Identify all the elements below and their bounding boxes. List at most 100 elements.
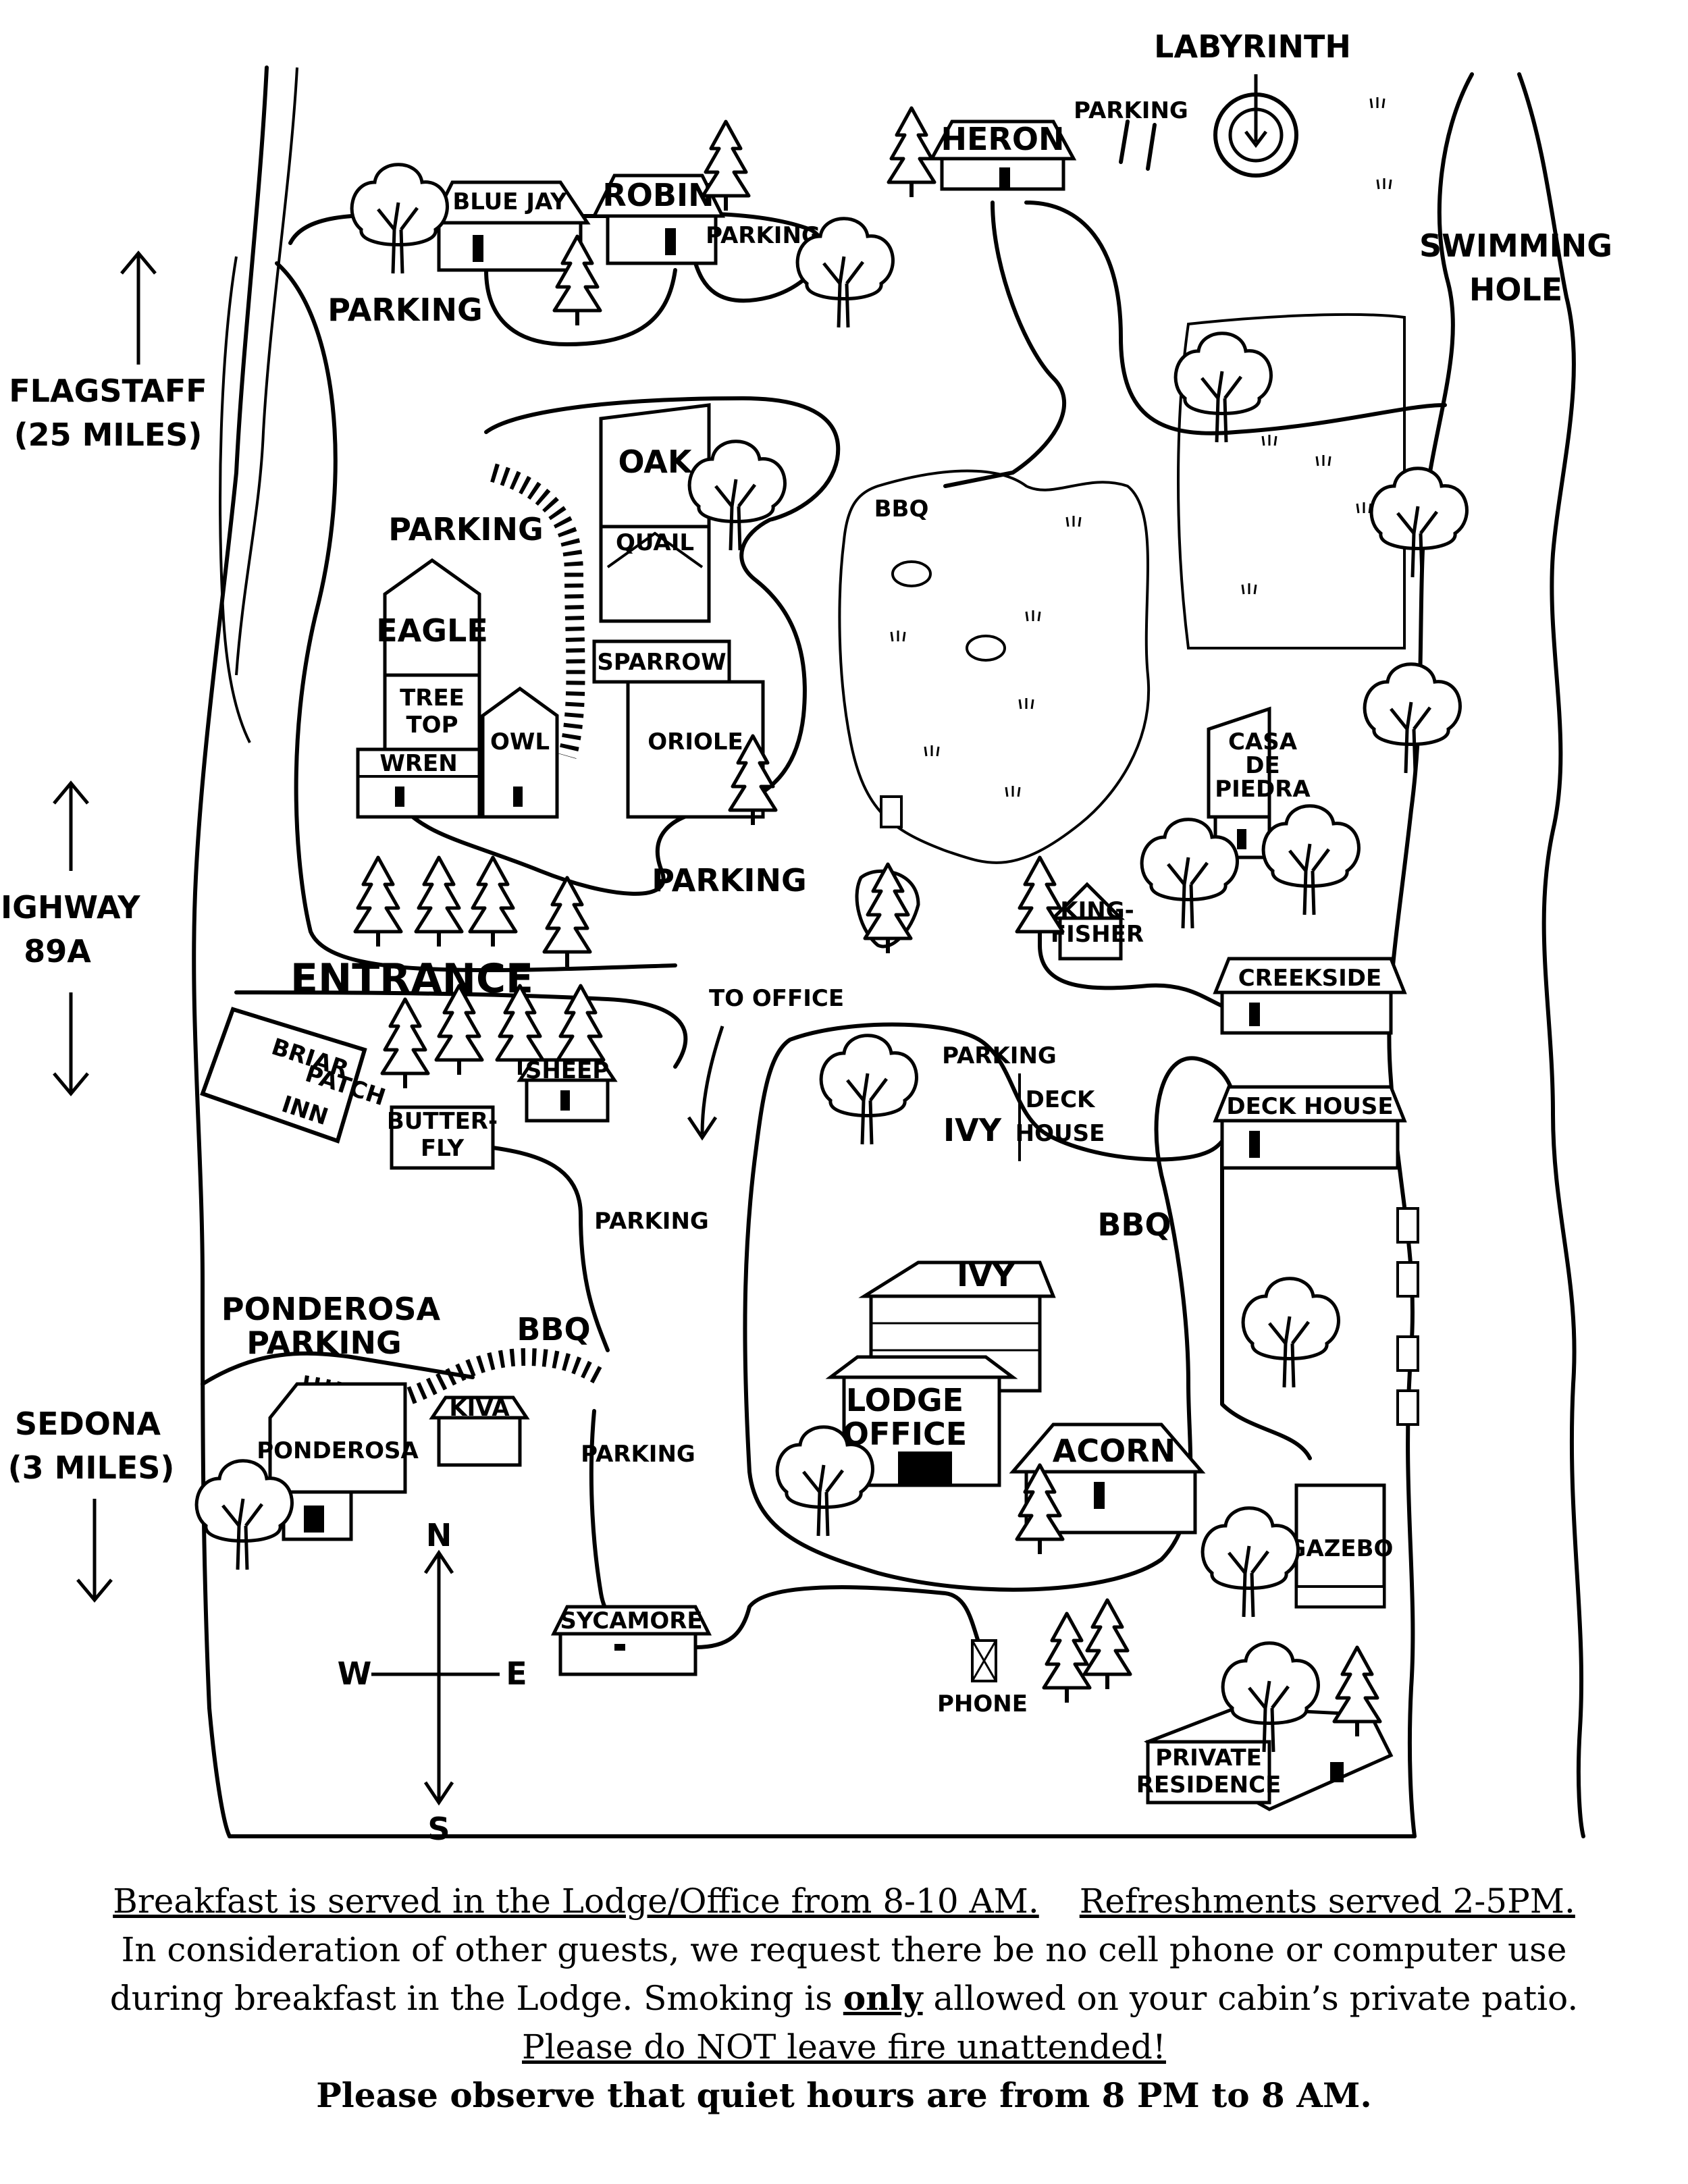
cabin-heron: HERON	[928, 119, 1077, 191]
private-residence: PRIVATE RESIDENCE	[1136, 1706, 1394, 1811]
kiva-label: KIVA	[449, 1395, 510, 1422]
lodge-label: LODGE	[846, 1382, 964, 1418]
acorn-label: ACORN	[1053, 1433, 1176, 1469]
road-entrance	[234, 990, 688, 1069]
road-heron-inner	[1024, 201, 1447, 435]
sheep-figures	[891, 560, 1006, 662]
stone-walkway-center	[490, 463, 585, 759]
ivy-label: IVY	[957, 1257, 1016, 1294]
road-bluejay-link	[484, 268, 677, 346]
cabin-owl: OWL	[481, 686, 559, 819]
smoking-note-only: only	[843, 1978, 923, 2018]
direction-sedona: SEDONA (3 MILES)	[8, 1406, 174, 1603]
parking-oriole-label: PARKING	[652, 862, 807, 899]
ponderosa-parking-label-1: PONDEROSA	[221, 1291, 441, 1327]
sparrow-label: SPARROW	[597, 649, 726, 676]
compass-w-label: W	[338, 1655, 372, 1692]
meadow-grass	[890, 96, 1392, 798]
compass-s-label: S	[427, 1811, 450, 1847]
residence-label: RESIDENCE	[1136, 1772, 1282, 1799]
highway-89a-edge-west	[235, 67, 298, 676]
consideration-note: In consideration of other guests, we req…	[121, 1930, 1567, 1969]
to-office-label: TO OFFICE	[709, 985, 844, 1012]
oriole-label: ORIOLE	[648, 728, 743, 755]
breakfast-note: Breakfast is served in the Lodge/Office …	[113, 1882, 1039, 1921]
road-east-spur	[1220, 1146, 1312, 1460]
road-sycamore-east	[693, 1585, 988, 1663]
bbq-meadow-label: BBQ	[874, 496, 929, 523]
kingfisher-label-2: FISHER	[1051, 921, 1144, 948]
labyrinth-label: LABYRINTH	[1154, 28, 1351, 65]
phone-booth: PHONE	[937, 1639, 1028, 1717]
creek-east-bank	[1517, 72, 1585, 1838]
property-map: SWIMMING HOLE LABYRINTH PARKING HERON	[0, 28, 1612, 1847]
cabin-creekside: CREEKSIDE	[1213, 957, 1407, 1035]
cabin-tree-top: TREE TOP	[383, 673, 481, 751]
meadow-field	[838, 469, 1151, 864]
parking-eagle-label: PARKING	[388, 511, 544, 548]
cabin-eagle: EAGLE	[376, 558, 488, 677]
road-heron-loop	[943, 201, 1067, 488]
cabin-deck-house: DECK HOUSE	[1213, 1085, 1407, 1170]
ivy-parking-label: IVY	[943, 1112, 1002, 1148]
highway-89a-edge-east	[192, 65, 269, 1838]
refreshments-note: Refreshments served 2-5PM.	[1079, 1882, 1575, 1921]
entrance-label: ENTRANCE	[290, 955, 533, 1003]
guest-notes: Breakfast is served in the Lodge/Office …	[0, 1877, 1688, 2120]
ponderosa-label: PONDEROSA	[257, 1437, 419, 1464]
swimming-hole-label-2: HOLE	[1469, 271, 1562, 308]
labyrinth: LABYRINTH	[1154, 28, 1351, 178]
stone-walkway-ponderosa	[302, 1348, 605, 1408]
eagle-label: EAGLE	[376, 612, 488, 649]
sedona-label: SEDONA	[15, 1406, 161, 1442]
compass-n-label: N	[426, 1517, 452, 1553]
vegetation-strip-west	[219, 256, 251, 743]
flagstaff-distance-label: (25 MILES)	[14, 417, 203, 453]
to-office-arrow	[687, 1026, 724, 1141]
cabin-ponderosa: PONDEROSA	[257, 1382, 419, 1541]
gazebo-label: GAZEBO	[1288, 1535, 1394, 1562]
fire-note: Please do NOT leave fire unattended!	[522, 2027, 1166, 2067]
pine-row-entrance	[355, 857, 590, 967]
road-labyrinth-spur	[1119, 119, 1157, 171]
road-lodge-loop	[743, 1022, 1236, 1592]
cabin-acorn: ACORN	[1009, 1422, 1206, 1535]
road-center-loop	[403, 396, 841, 896]
casa-label-1: CASA	[1228, 728, 1298, 755]
casa-label-2: DE	[1245, 752, 1280, 779]
cabin-robin: ROBIN	[591, 174, 726, 265]
picnic-tables	[1396, 1207, 1419, 1426]
cabin-wren: WREN	[356, 747, 481, 819]
east-meadow	[1177, 313, 1406, 649]
office-label: OFFICE	[843, 1416, 967, 1452]
island-pine	[855, 864, 920, 953]
sheep-label: SHEEP	[525, 1057, 609, 1084]
highway-label: HIGHWAY	[0, 889, 140, 926]
tree-top-label-2: TOP	[406, 712, 458, 739]
robin-label: ROBIN	[602, 177, 714, 213]
cabin-butterfly: BUTTER- FLY	[387, 1105, 498, 1170]
cabin-oak: OAK	[599, 403, 711, 529]
deck-house-parking-label-1: DECK	[1026, 1086, 1096, 1113]
cabin-sycamore: SYCAMORE	[550, 1605, 712, 1676]
deck-house-label: DECK HOUSE	[1226, 1093, 1393, 1120]
cabin-sparrow: SPARROW	[592, 639, 731, 684]
bbq-deck-label: BBQ	[1097, 1206, 1171, 1243]
swimming-hole-label-1: SWIMMING	[1419, 228, 1612, 264]
parking-kiva-label: PARKING	[581, 1441, 695, 1468]
lodge-office: LODGE OFFICE	[825, 1355, 1018, 1487]
kingfisher-label-1: KING-	[1060, 897, 1134, 924]
parking-bluejay-label: PARKING	[327, 292, 483, 328]
gazebo: GAZEBO	[1288, 1483, 1394, 1609]
butterfly-label-2: FLY	[421, 1135, 465, 1162]
notes-line-1: Breakfast is served in the Lodge/Office …	[0, 1877, 1688, 1925]
compass-e-label: E	[506, 1655, 527, 1692]
outhouse	[880, 795, 903, 828]
sycamore-label: SYCAMORE	[560, 1607, 702, 1634]
cabin-kiva: KIVA	[429, 1395, 530, 1467]
parking-labyrinth-label: PARKING	[1074, 97, 1188, 124]
cabin-quail: QUAIL	[599, 525, 711, 623]
cabin-kingfisher: KING- FISHER	[1049, 882, 1144, 961]
heron-label: HERON	[941, 121, 1065, 157]
quail-label: QUAIL	[616, 529, 694, 556]
